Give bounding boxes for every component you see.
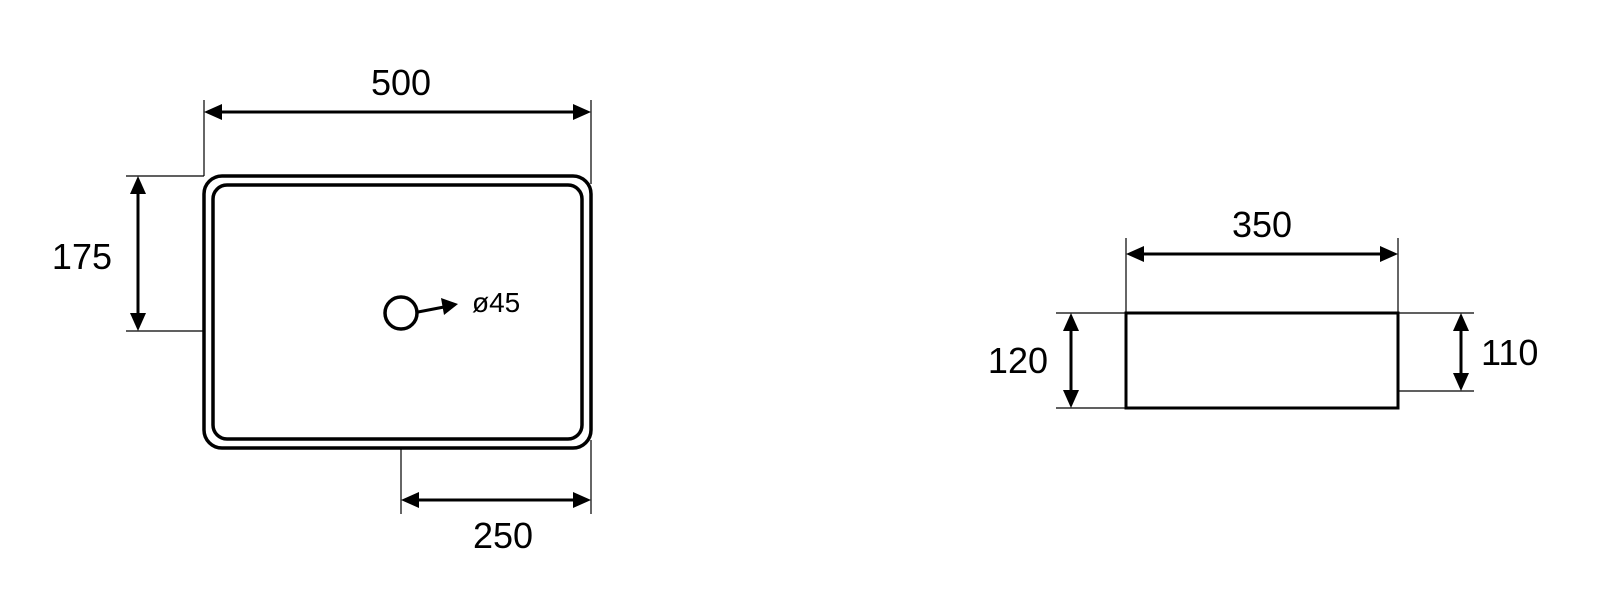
drain-diameter-label: ø45	[472, 287, 520, 318]
outer-height-label: 120	[988, 340, 1048, 381]
top-view: ø45 500 175 250	[52, 62, 593, 556]
offset-label: 250	[473, 515, 533, 556]
drain-leader-line	[417, 305, 445, 314]
basin-side-outline	[1124, 311, 1400, 410]
width-arrow-left	[204, 104, 222, 120]
inner-height-arrow-top	[1453, 313, 1469, 331]
outer-height-arrow-top	[1063, 313, 1079, 331]
side-width-label: 350	[1232, 204, 1292, 245]
drain-leader-arrow	[441, 298, 458, 315]
drain-hole	[383, 295, 419, 331]
depth-arrow-bottom	[130, 313, 146, 331]
offset-arrow-left	[401, 492, 419, 508]
width-arrow-right	[573, 104, 591, 120]
side-width-arrow-left	[1126, 246, 1144, 262]
depth-label: 175	[52, 236, 112, 277]
basin-inner-outline	[211, 183, 584, 441]
depth-arrow-top	[130, 176, 146, 194]
outer-height-arrow-bottom	[1063, 390, 1079, 408]
width-label: 500	[371, 62, 431, 103]
inner-height-label: 110	[1481, 332, 1538, 373]
basin-outer-outline	[202, 174, 593, 450]
side-view: 350 120 110	[988, 204, 1538, 410]
side-width-arrow-right	[1380, 246, 1398, 262]
inner-height-arrow-bottom	[1453, 373, 1469, 391]
offset-arrow-right	[573, 492, 591, 508]
